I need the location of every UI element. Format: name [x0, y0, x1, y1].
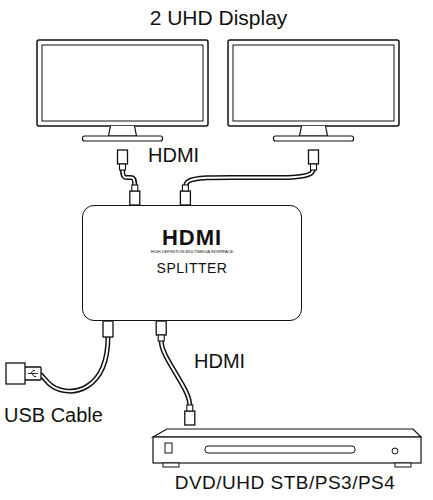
hdmi-plug [185, 411, 195, 425]
hdmi-plug [118, 150, 128, 164]
player-foot [395, 463, 411, 467]
hdmi-plug-neck [158, 335, 164, 341]
monitor-base [274, 136, 354, 141]
monitor-frame [37, 40, 208, 126]
player-drawing [145, 425, 425, 473]
monitor-drawing [35, 38, 210, 150]
monitor-screen [233, 45, 394, 121]
hdmi-cable [161, 321, 190, 425]
logo-subtitle: HIGH DEFINITION MULTIMEDIA INTERFACE [151, 250, 234, 254]
cable-label: USB Cable [2, 404, 105, 427]
hdmi-plug [156, 321, 166, 335]
hdmi-plug-neck [120, 164, 126, 170]
usb-symbol [28, 371, 38, 377]
usb-cable-inner [40, 336, 108, 391]
device-label: DVD/UHD STB/PS3/PS4 [175, 473, 396, 494]
hdmi-cable [185, 150, 313, 205]
hdmi-plug-neck [182, 185, 188, 191]
player-front [153, 437, 421, 463]
display [226, 38, 401, 150]
usb-plug-body [24, 367, 41, 380]
hdmi-plug-neck [187, 405, 193, 411]
display [35, 38, 210, 150]
cable-label: HDMI [146, 144, 201, 167]
disc-slot [205, 446, 355, 453]
monitor-neck [300, 126, 328, 136]
hdmi-plug [130, 191, 140, 205]
usb-plug-head [6, 363, 25, 384]
hdmi-plug [309, 150, 319, 164]
player-top [153, 429, 421, 437]
hdmi-plug [180, 191, 190, 205]
power-button [392, 448, 398, 454]
title: 2 UHD Display [0, 6, 433, 30]
monitor-frame [228, 40, 399, 126]
hdmi-plug-neck [132, 185, 138, 191]
monitor-screen [42, 45, 203, 121]
source-device: DVD/UHD STB/PS3/PS4 [145, 425, 425, 497]
monitor-drawing [226, 38, 401, 150]
cable-label: HDMI [192, 350, 247, 373]
splitter-box: HDMIHIGH DEFINITION MULTIMEDIA INTERFACE… [82, 205, 302, 321]
hdmi-cable-core [185, 150, 313, 205]
player-button [165, 443, 172, 453]
hdmi-plug-neck [311, 164, 317, 170]
hdmi-cable-core [161, 321, 190, 425]
logo-text: HDMI [162, 226, 222, 250]
device-name: SPLITTER [157, 261, 228, 276]
usb-cable-outer [40, 336, 108, 391]
monitor-neck [109, 126, 137, 136]
micro-usb-plug [103, 321, 113, 337]
player-foot [163, 463, 179, 467]
monitor-base [83, 136, 163, 141]
